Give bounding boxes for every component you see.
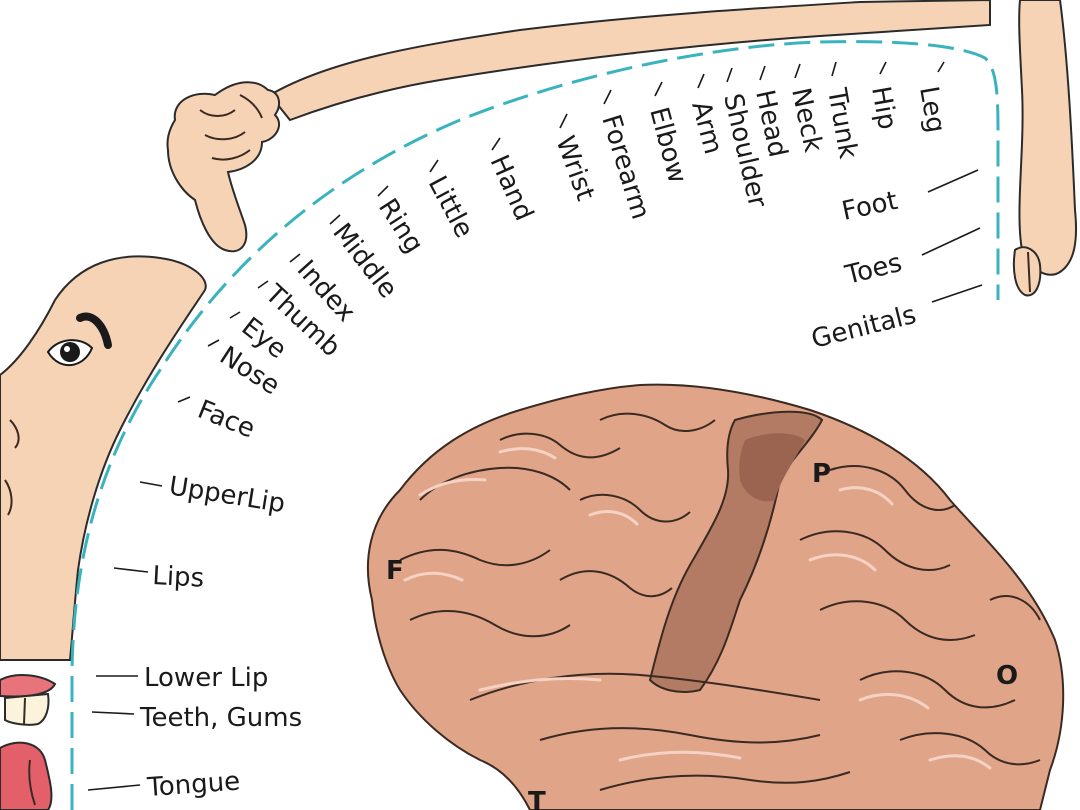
lobe-occipital: O bbox=[996, 661, 1018, 691]
eye-glint bbox=[64, 346, 70, 352]
homunculus-fist bbox=[166, 81, 281, 253]
sulcus-15 bbox=[989, 595, 1041, 621]
label-toes: Toes bbox=[841, 248, 904, 291]
highlight-9 bbox=[618, 750, 742, 762]
brain-illustration bbox=[366, 383, 1065, 810]
lobe-temporal: T bbox=[528, 787, 546, 810]
knuckle-line-1 bbox=[199, 109, 236, 117]
eye-pupil bbox=[60, 342, 80, 362]
highlight-6 bbox=[838, 486, 894, 506]
tongue-line bbox=[28, 759, 36, 806]
label-little: Little bbox=[422, 171, 479, 243]
label-teeth-gums: Teeth, Gums bbox=[139, 703, 302, 733]
sulcus-13 bbox=[859, 670, 1016, 709]
highlight-8 bbox=[858, 693, 930, 710]
thumb-line bbox=[239, 94, 263, 119]
cortex-arc bbox=[70, 40, 1000, 810]
highlight-1 bbox=[418, 478, 487, 497]
sulcus-10 bbox=[829, 465, 956, 511]
homunculus-teeth bbox=[4, 692, 50, 726]
label-ring: Ring bbox=[372, 193, 429, 258]
knuckle-line-2 bbox=[204, 131, 246, 141]
highlight-7 bbox=[808, 553, 877, 572]
sulcus-2 bbox=[399, 548, 551, 567]
sulcus-11 bbox=[799, 530, 951, 571]
label-tongue: Tongue bbox=[145, 767, 241, 803]
tooth-gap bbox=[23, 697, 26, 725]
homunculus-leg bbox=[1018, 0, 1078, 276]
sulcus-6 bbox=[559, 570, 673, 598]
label-ticks bbox=[87, 61, 983, 791]
label-leg: Leg bbox=[913, 84, 951, 135]
sulcus-4 bbox=[499, 432, 621, 459]
highlight-10 bbox=[928, 754, 992, 770]
label-lower-lip: Lower Lip bbox=[144, 663, 268, 693]
knuckle-line-3 bbox=[211, 149, 251, 161]
sulcus-14 bbox=[899, 732, 1041, 766]
lobe-frontal: F bbox=[386, 556, 404, 586]
label-face: Face bbox=[193, 395, 259, 445]
lobe-parietal: P bbox=[812, 459, 831, 489]
highlight-5 bbox=[478, 676, 602, 692]
homunculus-toes bbox=[1012, 246, 1042, 297]
sulcus-3 bbox=[409, 609, 571, 638]
cheek-line bbox=[4, 479, 13, 516]
label-elbow: Elbow bbox=[643, 104, 692, 186]
label-wrist: Wrist bbox=[549, 132, 600, 204]
label-hip: Hip bbox=[865, 84, 902, 132]
label-lips: Lips bbox=[152, 561, 205, 594]
sulcus-8 bbox=[539, 727, 821, 744]
nostril-line bbox=[9, 419, 20, 449]
highlight-4 bbox=[588, 510, 639, 526]
sulcus-12 bbox=[819, 600, 976, 641]
toe-line bbox=[1027, 251, 1031, 293]
eyebrow bbox=[76, 312, 112, 349]
sulcus-9 bbox=[599, 771, 851, 791]
label-forearm: Forearm bbox=[595, 111, 655, 223]
label-upperlip: UpperLip bbox=[167, 471, 287, 519]
label-trunk: Trunk bbox=[821, 85, 863, 161]
homunculus-face bbox=[0, 255, 207, 661]
homunculus-tongue bbox=[0, 741, 53, 810]
label-genitals: Genitals bbox=[808, 300, 919, 355]
label-hand: Hand bbox=[484, 151, 539, 226]
sulcus-7 bbox=[599, 412, 716, 432]
highlight-2 bbox=[403, 571, 464, 582]
label-foot: Foot bbox=[839, 186, 900, 227]
cortex-shade bbox=[739, 433, 805, 502]
homunculus-limb bbox=[268, 0, 991, 122]
highlight-3 bbox=[498, 447, 557, 460]
sulcus-5 bbox=[579, 493, 691, 523]
lateral-fissure bbox=[469, 672, 821, 701]
